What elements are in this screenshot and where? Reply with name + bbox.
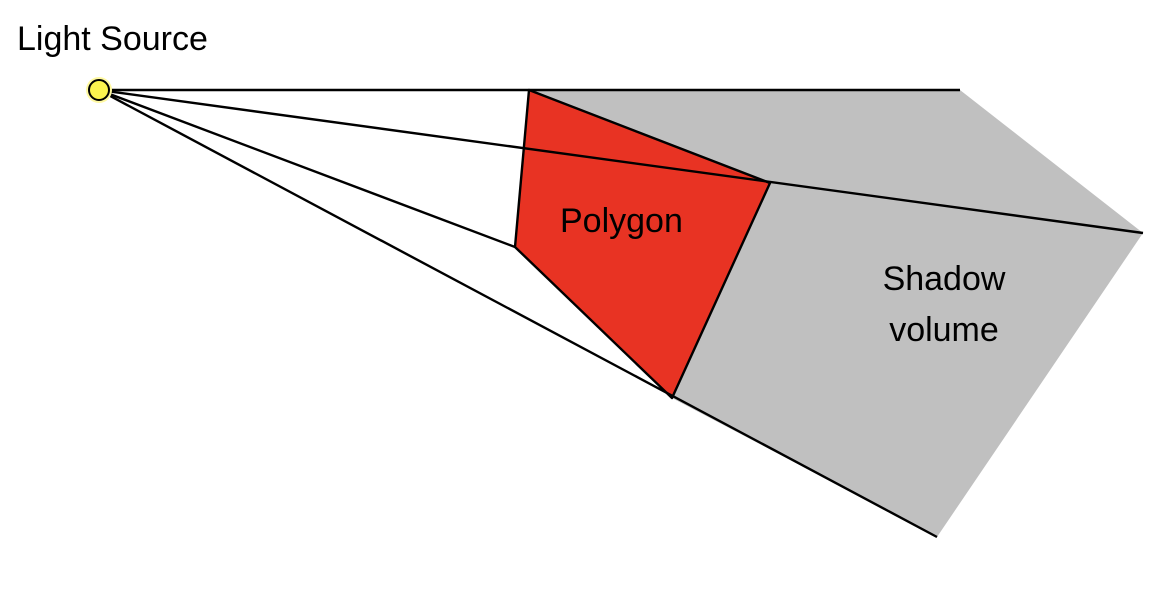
ray-right-vertex (98, 88, 1144, 235)
ray-bottom (98, 88, 938, 539)
shadow-volume-region (529, 90, 1143, 537)
occluder-polygon (513, 88, 772, 400)
ray-left-vertex (98, 88, 516, 249)
light-source-icon (88, 79, 110, 101)
polygon-label: Polygon (560, 202, 683, 240)
light-source-label: Light Source (17, 20, 208, 58)
shadow-volume-label-line2: volume (889, 311, 999, 349)
shadow-volume-label-line1: Shadow (883, 260, 1006, 298)
